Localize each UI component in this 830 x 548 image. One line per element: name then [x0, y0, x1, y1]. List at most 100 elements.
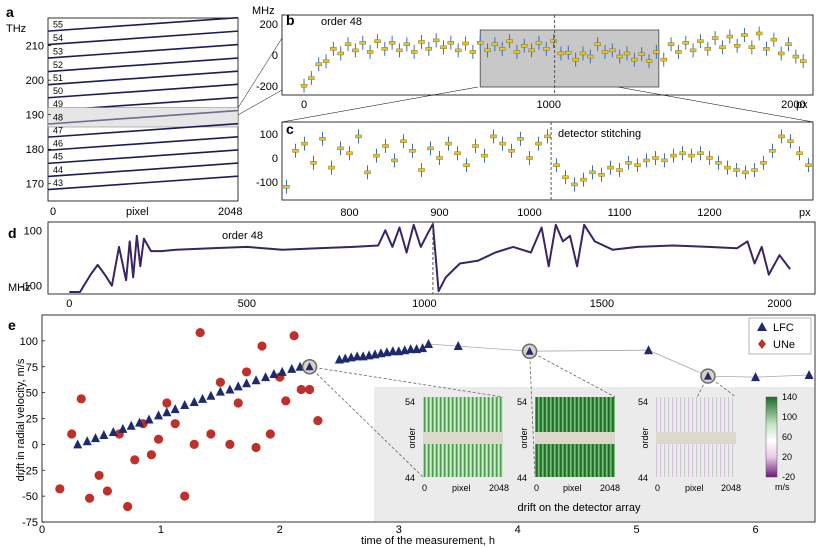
order-line-55	[47, 16, 239, 32]
panel-d-curve-line	[69, 223, 791, 293]
panel-c-point-41	[652, 156, 659, 160]
panel-c-point-56	[787, 139, 794, 143]
order-label-53: 53	[53, 46, 63, 56]
inset-map-1-gap	[423, 432, 503, 444]
panel-b-point-0-5	[374, 39, 381, 43]
panel-c-point-38	[625, 161, 632, 165]
order-label-46: 46	[53, 139, 63, 149]
panel-c-ytick-0: 0	[272, 153, 278, 165]
panel-c-point-17	[436, 156, 443, 160]
lfc-point-41	[418, 343, 428, 353]
inset-map-3: 54 44 order 0 pixel 2048	[638, 397, 741, 493]
une-point-24	[265, 429, 275, 439]
panel-b-point-0-1	[315, 62, 322, 66]
inset-map-2-xtick-0: 0	[534, 483, 539, 493]
panel-b-ytick-200: 200	[260, 19, 278, 31]
panel-b-point-0-10	[447, 40, 455, 45]
order-line-47	[47, 122, 239, 138]
panel-b-point-0-4	[359, 40, 366, 45]
panel-e-une-points	[55, 327, 323, 512]
order-line-46	[47, 135, 239, 152]
panel-e-legend: LFC UNe	[748, 317, 812, 355]
inset-map-3-ytick-54: 54	[638, 397, 648, 407]
panel-b-point-1-10	[454, 48, 462, 53]
panel-c-point-22	[481, 153, 488, 158]
panel-c-point-48	[715, 161, 722, 165]
inset-map-1-xtick-2048: 2048	[489, 483, 509, 493]
panel-c-point-57	[796, 151, 803, 155]
inset-map-1-ytick-54: 54	[405, 397, 415, 407]
panel-b-point-0-14	[506, 39, 513, 43]
order-label-54: 54	[53, 33, 63, 43]
panel-c-point-43	[670, 153, 677, 158]
panel-b-point-1-4	[366, 50, 374, 54]
panel-a-xtick-2048: 2048	[218, 206, 242, 218]
panel-c-point-55	[778, 134, 785, 139]
order-line-52	[47, 57, 239, 73]
panel-b-point-0-30	[741, 33, 748, 37]
panel-c-ytick-100: 100	[260, 129, 278, 141]
panel-b-point-0-33	[785, 42, 792, 46]
panel-b-label: b	[286, 12, 295, 28]
lfc-point-14	[198, 393, 208, 403]
highlight-marker-2	[703, 371, 712, 380]
panel-c-points	[283, 122, 812, 200]
lfc-point-17	[225, 384, 235, 394]
panel-b-xunit: px	[796, 99, 808, 111]
order-line-43	[47, 175, 239, 191]
panel-e-ytick-100: 100	[20, 336, 38, 348]
inset-map-2-gap	[535, 432, 615, 444]
une-point-28	[296, 384, 306, 395]
panel-c-point-4	[319, 137, 326, 141]
panel-c-point-9	[364, 170, 371, 175]
zoom-connector-upper	[237, 37, 283, 109]
panel-b-point-0-27	[697, 39, 704, 43]
panel-c-point-25	[508, 149, 515, 153]
panel-b-point-1-2	[337, 51, 344, 56]
lfc-point-43	[453, 341, 463, 351]
order-label-45: 45	[53, 152, 63, 162]
order-label-43: 43	[53, 178, 63, 188]
panel-d-ytick--100: -100	[20, 281, 42, 293]
panel-a-ytick-200: 200	[26, 75, 44, 87]
panel-a-xlabel: pixel	[126, 206, 149, 218]
panel-c-point-40	[643, 158, 650, 163]
zoom-connector-b-right	[617, 86, 814, 123]
order-label-48: 48	[53, 112, 63, 122]
panel-b-point-0-34	[800, 59, 807, 63]
panel-c-annotation: detector stitching	[558, 128, 641, 140]
panel-b-point-1-16	[543, 47, 550, 51]
panel-b-point-0-17	[550, 39, 557, 43]
panel-c-xtick-1000: 1000	[517, 207, 541, 219]
panel-b-point-0-0	[300, 84, 308, 88]
panel-b-point-1-28	[719, 45, 726, 50]
panel-e-guide-line	[422, 343, 810, 378]
panel-b-point-0-3	[344, 42, 352, 46]
highlight-connector-right-1	[529, 350, 616, 398]
panel-c-point-23	[490, 134, 497, 139]
lfc-point-2	[91, 433, 101, 443]
panel-e-lfc-points	[73, 338, 814, 449]
order-line-48	[47, 109, 239, 125]
panel-b-xtick-2000: 2000	[781, 99, 805, 111]
zoom-connector-b-left	[281, 86, 479, 123]
panel-e-xtick-5: 5	[634, 524, 640, 536]
panel-c-point-36	[607, 165, 614, 170]
lfc-point-48	[804, 370, 814, 380]
panel-c-xtick-1200: 1200	[697, 207, 721, 219]
inset-map-3-xtick-2048: 2048	[721, 483, 741, 493]
inset-map-1-ylabel: order	[407, 427, 417, 448]
panel-b-frame	[281, 14, 814, 96]
lfc-point-19	[242, 378, 252, 388]
une-point-12	[162, 398, 172, 408]
panel-c-point-42	[661, 158, 668, 163]
lfc-point-3	[99, 430, 109, 440]
panel-c-point-3	[310, 161, 317, 165]
order-line-54	[47, 30, 239, 46]
order-label-49: 49	[53, 99, 63, 109]
panel-e-ytick-50: 50	[26, 388, 38, 400]
inset-map-3-xlabel: pixel	[685, 483, 704, 493]
panel-b-point-1-12	[484, 48, 491, 53]
inset-map-2-ylabel: order	[519, 427, 529, 448]
